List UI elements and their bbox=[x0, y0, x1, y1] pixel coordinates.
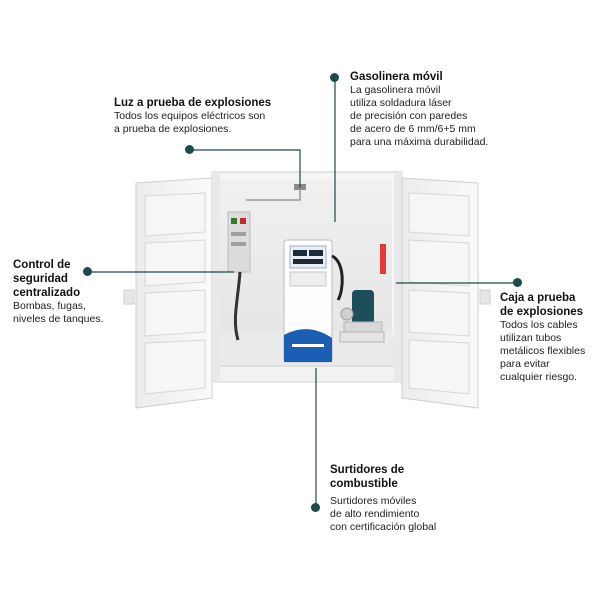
callout-title-line: seguridad bbox=[13, 273, 68, 285]
pump-motor bbox=[339, 244, 386, 343]
callout-text-line: utilizan tubos bbox=[500, 332, 562, 344]
callout-title-line: Caja a prueba bbox=[500, 292, 576, 304]
callout-title-line: Surtidores de bbox=[330, 464, 405, 476]
callout-text-line: para evitar bbox=[500, 358, 550, 370]
callout-gasolinera: Gasolinera móvil La gasolinera móvil uti… bbox=[350, 70, 550, 149]
callout-title: Gasolinera móvil bbox=[350, 71, 443, 83]
callout-text-line: La gasolinera móvil bbox=[350, 84, 441, 96]
callout-text-line: Todos los equipos eléctricos son bbox=[114, 110, 266, 122]
right-door bbox=[401, 177, 491, 409]
callout-text-line: cualquier riesgo. bbox=[500, 371, 578, 383]
leader-line-luz bbox=[190, 149, 301, 188]
callout-text-line: de alto rendimiento bbox=[330, 508, 420, 520]
marker-dot-gasolinera bbox=[330, 73, 339, 82]
callout-title-line: de explosiones bbox=[500, 306, 584, 318]
callout-text-line: Bombas, fugas, bbox=[13, 300, 86, 312]
callout-text-line: de acero de 6 mm/6+5 mm bbox=[350, 123, 476, 135]
callout-text-line: metálicos flexibles bbox=[500, 345, 586, 357]
callout-surtidores: Surtidores de combustible Surtidores móv… bbox=[330, 463, 490, 534]
callout-text-line: de precisión con paredes bbox=[350, 110, 468, 122]
marker-dot-luz bbox=[185, 145, 194, 154]
control-panel bbox=[227, 190, 301, 341]
callout-text-line: para una máxima durabilidad. bbox=[350, 136, 489, 148]
callout-caja: Caja a prueba de explosiones Todos los c… bbox=[500, 291, 600, 384]
callout-text-line: a prueba de explosiones. bbox=[114, 123, 232, 135]
callout-text-line: Todos los cables bbox=[500, 319, 578, 331]
marker-dot-surtidores bbox=[311, 503, 320, 512]
fuel-dispenser bbox=[283, 239, 344, 363]
callout-control: Control de seguridad centralizado Bombas… bbox=[13, 258, 128, 326]
callout-title-line: combustible bbox=[330, 478, 398, 490]
callout-text-line: Surtidores móviles bbox=[330, 495, 417, 507]
callout-title-line: Control de bbox=[13, 259, 71, 271]
leader-lines bbox=[88, 78, 518, 508]
marker-dot-caja bbox=[513, 278, 522, 287]
callout-text-line: utiliza soldadura láser bbox=[350, 97, 452, 109]
left-door bbox=[123, 177, 213, 409]
marker-dot-control bbox=[83, 267, 92, 276]
callout-text-line: con certificación global bbox=[330, 521, 437, 533]
callout-text-line: niveles de tanques. bbox=[13, 313, 104, 325]
callout-title-line: centralizado bbox=[13, 287, 81, 299]
callout-title: Luz a prueba de explosiones bbox=[114, 97, 272, 109]
callout-luz: Luz a prueba de explosiones Todos los eq… bbox=[114, 96, 314, 136]
